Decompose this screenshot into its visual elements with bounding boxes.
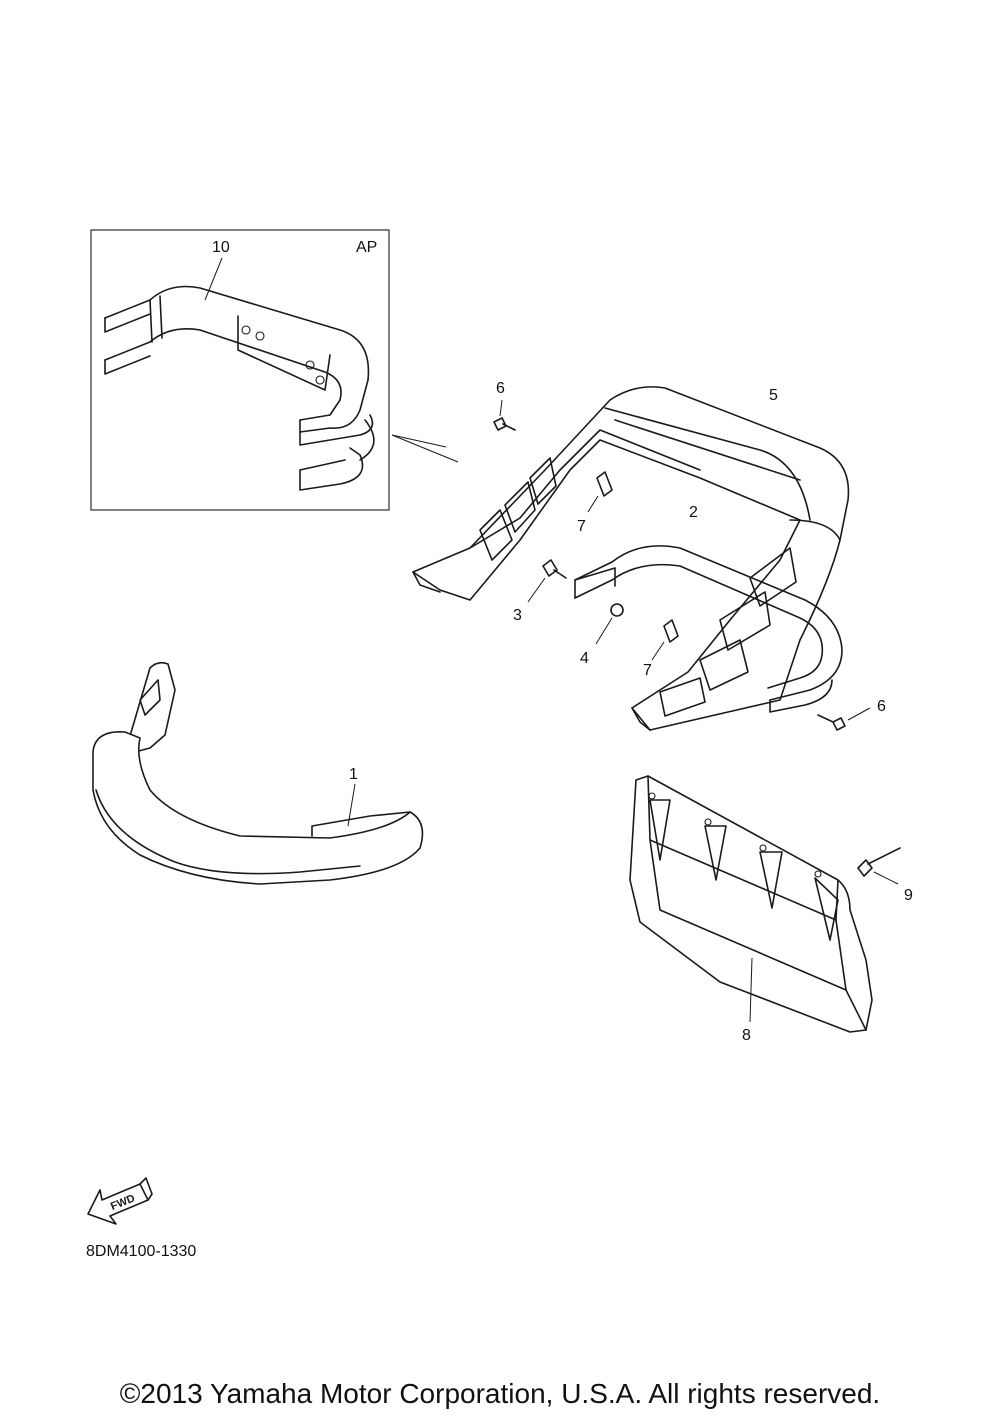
leader-10 [204,257,223,301]
callout-1: 1 [349,766,358,783]
part-5-carrier-drawing [412,386,850,731]
callout-5: 5 [769,387,778,404]
copyright-footer: ©2013 Yamaha Motor Corporation, U.S.A. A… [119,1378,881,1409]
rivet-9-drawing [857,847,901,877]
callout-8: 8 [742,1027,751,1044]
hardware-drawings [493,399,871,731]
callout-6a: 6 [496,380,505,397]
leader-3 [527,577,546,603]
fwd-arrow-icon: FWD [87,1177,153,1225]
part-1-bumper-drawing [92,661,424,885]
diagram-code: 8DM4100-1330 [86,1243,196,1260]
callout-4: 4 [580,650,589,667]
leader-6a [499,399,503,417]
callout-7a: 7 [577,518,586,535]
callout-6b: 6 [877,698,886,715]
leader-6b [847,707,871,721]
leader-7b [651,641,665,661]
inset-pointer-b [391,434,447,448]
part-2-grab-bar-drawing [574,545,843,713]
leader-9 [873,871,899,885]
callout-10: 10 [212,239,230,256]
inset-panel: AP 10 [90,229,459,511]
part-8-flap-drawing [629,775,873,1033]
leader-4 [595,617,613,645]
grab-bar-ap-drawing [104,285,375,491]
callout-2: 2 [689,504,698,521]
inset-label-ap: AP [356,239,377,256]
callout-7b: 7 [643,662,652,679]
inset-frame [90,229,390,511]
callout-3: 3 [513,607,522,624]
leader-1 [347,783,356,827]
leader-8 [749,957,753,1023]
inset-pointer-a [391,434,459,463]
callout-9: 9 [904,887,913,904]
leader-7a [587,495,599,513]
